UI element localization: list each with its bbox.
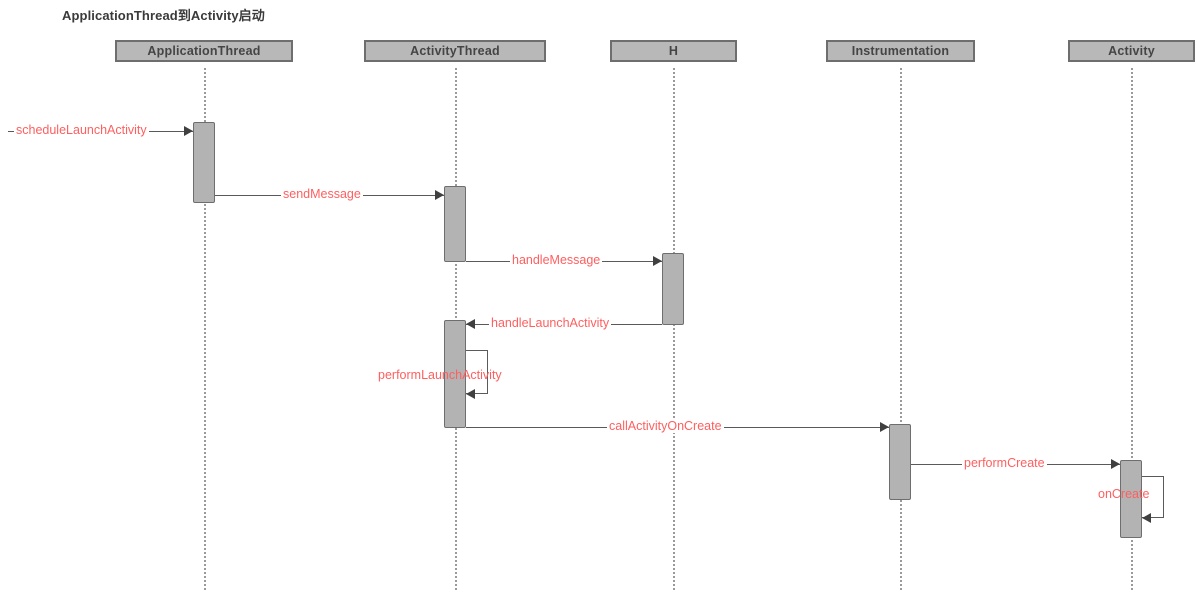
lifeline-label-activity-thread: ActivityThread — [410, 44, 500, 58]
msg-label-call-activity-on-create: callActivityOnCreate — [607, 419, 724, 433]
lifeline-header-h[interactable]: H — [610, 40, 737, 62]
msg-label-on-create: onCreate — [1098, 487, 1150, 501]
lifeline-label-activity: Activity — [1108, 44, 1155, 58]
lifeline-header-activity-thread[interactable]: ActivityThread — [364, 40, 546, 62]
msg-label-perform-launch-activity: performLaunchActivity — [378, 368, 502, 382]
diagram-title: ApplicationThread到Activity启动 — [62, 8, 265, 23]
self-call-loop-perform-launch-activity — [466, 350, 488, 394]
lifeline-dash-instrumentation — [900, 68, 902, 590]
activation-activity-thread-2[interactable] — [444, 320, 466, 428]
msg-label-schedule-launch-activity: scheduleLaunchActivity — [14, 123, 149, 137]
arrow-head-schedule-launch-activity — [184, 126, 193, 136]
activation-activity-thread-1[interactable] — [444, 186, 466, 262]
msg-label-handle-launch-activity: handleLaunchActivity — [489, 316, 612, 330]
lifeline-label-h: H — [668, 44, 679, 58]
arrow-head-send-message — [435, 190, 444, 200]
activation-h-1[interactable] — [662, 253, 684, 325]
self-call-loop-on-create — [1142, 476, 1164, 518]
lifeline-header-instrumentation[interactable]: Instrumentation — [826, 40, 975, 62]
msg-label-handle-message: handleMessage — [510, 253, 603, 267]
lifeline-header-application-thread[interactable]: ApplicationThread — [115, 40, 293, 62]
lifeline-dash-h — [673, 68, 675, 590]
msg-label-send-message: sendMessage — [281, 187, 363, 201]
arrow-head-on-create — [1142, 513, 1151, 523]
activation-activity-1[interactable] — [1120, 460, 1142, 538]
arrow-head-perform-launch-activity — [466, 389, 475, 399]
activation-application-thread-1[interactable] — [193, 122, 215, 203]
lifeline-label-instrumentation: Instrumentation — [851, 44, 950, 58]
activation-instrumentation-1[interactable] — [889, 424, 911, 500]
arrow-head-perform-create — [1111, 459, 1120, 469]
msg-label-perform-create: performCreate — [962, 456, 1047, 470]
arrow-head-handle-launch-activity — [466, 319, 475, 329]
lifeline-label-application-thread: ApplicationThread — [147, 44, 261, 58]
arrow-head-handle-message — [653, 256, 662, 266]
arrow-head-call-activity-on-create — [880, 422, 889, 432]
lifeline-header-activity[interactable]: Activity — [1068, 40, 1195, 62]
lifeline-dash-activity — [1131, 68, 1133, 590]
lifeline-dash-application-thread — [204, 68, 206, 590]
